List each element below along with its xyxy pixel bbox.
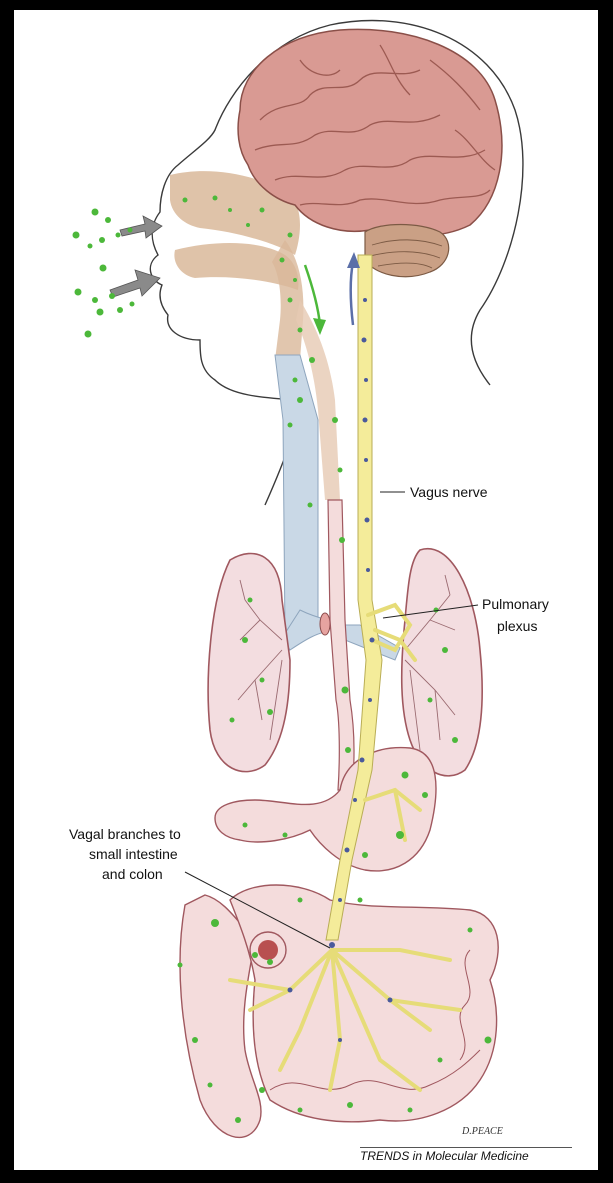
colon-lumen bbox=[258, 940, 278, 960]
label-vagal-line1: Vagal branches to bbox=[69, 826, 181, 843]
lung-left bbox=[208, 553, 290, 771]
journal-footer: TRENDS in Molecular Medicine bbox=[360, 1149, 529, 1163]
artist-signature: D.PEACE bbox=[461, 1126, 503, 1137]
small-intestine bbox=[230, 885, 498, 1122]
label-vagal-line2: small intestine bbox=[89, 846, 178, 863]
label-vagus-nerve: Vagus nerve bbox=[410, 484, 488, 501]
label-vagal-line3: and colon bbox=[102, 866, 163, 883]
label-pulmonary-line1: Pulmonary bbox=[482, 596, 549, 613]
cerebellum bbox=[365, 225, 449, 277]
footer-rule bbox=[360, 1147, 572, 1148]
esophagus-cut bbox=[320, 613, 330, 635]
label-pulmonary-line2: plexus bbox=[497, 618, 537, 635]
